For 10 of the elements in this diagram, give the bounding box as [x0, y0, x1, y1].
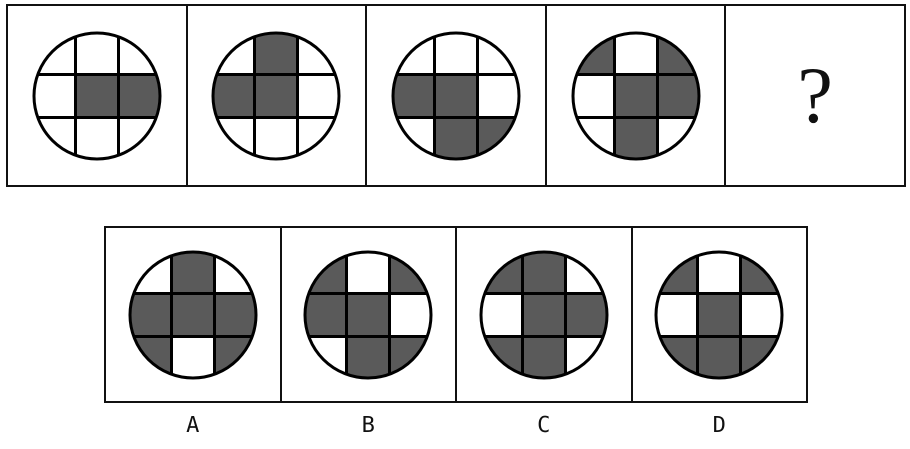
option-letter: D	[712, 413, 727, 438]
option-letter: A	[185, 413, 200, 438]
option-letter: B	[360, 413, 376, 438]
option-letter: C	[536, 413, 552, 438]
figure-panel	[365, 4, 547, 187]
figure-panel	[724, 4, 906, 187]
question-mark: ?	[797, 56, 833, 136]
figure-panel	[186, 4, 368, 187]
figure-panel	[544, 4, 726, 187]
figure-panel	[6, 4, 188, 187]
